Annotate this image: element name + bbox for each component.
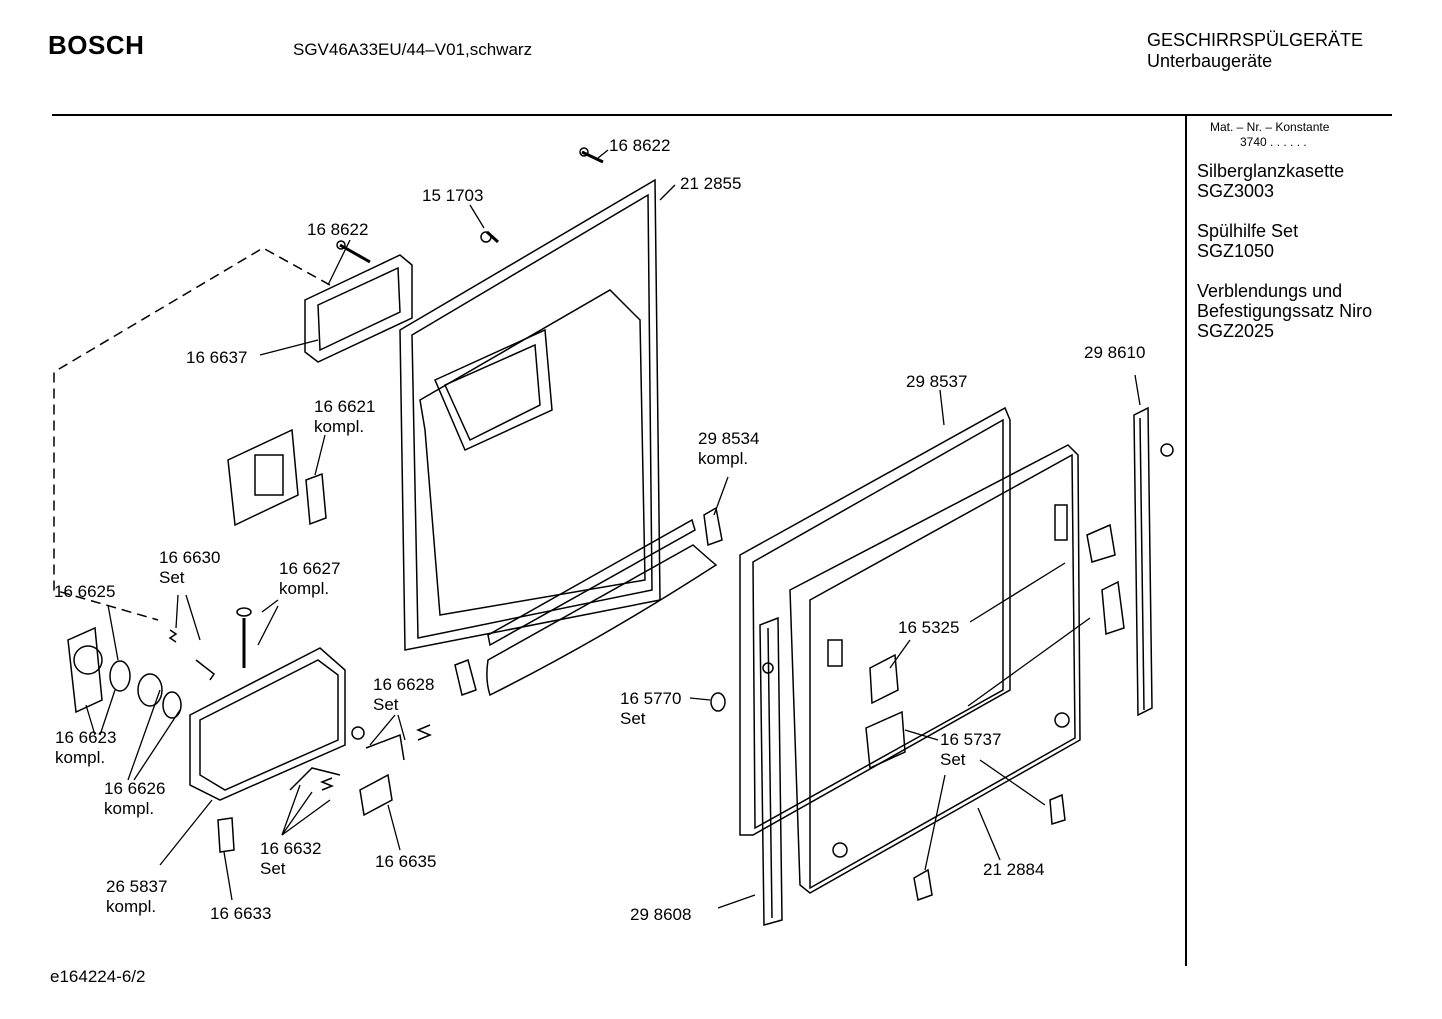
part-number: 16 6626 xyxy=(104,779,166,798)
part-note: kompl. xyxy=(314,417,365,436)
part-number: 16 6621 xyxy=(314,397,376,416)
header-divider xyxy=(52,114,1392,116)
part-label: 16 6628 Set xyxy=(373,675,434,715)
accessory-code: SGZ1050 xyxy=(1197,241,1275,261)
part-label: 21 2884 xyxy=(983,860,1045,879)
part-number: 16 6632 xyxy=(260,839,322,858)
mat-nr-label: Mat. – Nr. – Konstante xyxy=(1210,120,1330,134)
part-label: 29 8537 xyxy=(906,372,968,391)
accessory-item: Silberglanzkasette SGZ3003 xyxy=(1197,161,1344,201)
accessory-name-cont: Befestigungssatz Niro xyxy=(1197,301,1373,321)
part-number: 29 8534 xyxy=(698,429,760,448)
part-note: kompl. xyxy=(55,748,106,767)
accessory-item: Spülhilfe Set SGZ1050 xyxy=(1197,221,1298,261)
part-label: 16 8622 xyxy=(609,136,671,155)
part-label: 16 6621 kompl. xyxy=(314,397,375,437)
part-note: Set xyxy=(373,695,399,714)
screw-top xyxy=(579,147,604,164)
screw-left xyxy=(336,240,371,264)
part-label: 16 6627 kompl. xyxy=(279,559,340,599)
outer-panel xyxy=(739,406,1011,836)
part-label: 16 6635 xyxy=(375,852,437,871)
part-label: 16 6633 xyxy=(210,904,272,923)
inner-door-panel xyxy=(399,178,661,651)
drawing-code: e164224-6/2 xyxy=(50,967,146,986)
plug-165770 xyxy=(710,692,726,712)
accessory-code: SGZ3003 xyxy=(1197,181,1275,201)
category-subtitle: Unterbaugeräte xyxy=(1147,51,1273,71)
assembly-dashed-outline xyxy=(53,247,331,621)
sidebar-divider xyxy=(1185,116,1187,966)
part-label: 16 6637 xyxy=(186,348,248,367)
part-label: 26 5837 kompl. xyxy=(106,877,167,917)
part-label: 16 6626 kompl. xyxy=(104,779,165,819)
door-rail xyxy=(454,506,723,697)
mounting-brackets xyxy=(913,523,1125,902)
part-label: 29 8610 xyxy=(1084,343,1146,362)
part-number: 16 6630 xyxy=(159,548,221,567)
seal-ring xyxy=(109,660,131,692)
accessory-item: Verblendungs und Befestigungssatz Niro S… xyxy=(1197,281,1372,341)
part-label: 16 5737 Set xyxy=(940,730,1001,770)
rinse-aid-grille xyxy=(227,428,327,527)
part-note: Set xyxy=(940,750,966,769)
part-number: 16 6628 xyxy=(373,675,435,694)
accessory-code: SGZ2025 xyxy=(1197,321,1275,341)
dispenser-lid xyxy=(67,626,103,714)
part-label: 16 8622 xyxy=(307,220,369,239)
mat-nr-value: 3740 . . . . . . xyxy=(1240,135,1307,149)
part-number: 16 6623 xyxy=(55,728,117,747)
accessory-name: Verblendungs und xyxy=(1197,281,1343,301)
part-label: 16 5770 Set xyxy=(620,689,681,729)
front-panel xyxy=(789,444,1081,894)
part-number: 26 5837 xyxy=(106,877,168,896)
part-label: 29 8608 xyxy=(630,905,692,924)
category-title: GESCHIRRSPÜLGERÄTE xyxy=(1147,30,1364,50)
part-note: kompl. xyxy=(698,449,749,468)
part-note: kompl. xyxy=(104,799,155,818)
dispenser-frame xyxy=(304,254,413,363)
part-note: Set xyxy=(159,568,185,587)
accessory-name: Spülhilfe Set xyxy=(1197,221,1299,241)
part-label: 15 1703 xyxy=(422,186,484,205)
leader-lines xyxy=(85,149,1141,909)
part-note: Set xyxy=(260,859,286,878)
part-label: 16 6625 xyxy=(54,582,116,601)
model-number: SGV46A33EU/44–V01,schwarz xyxy=(293,40,533,59)
side-trim-right xyxy=(1133,406,1174,717)
part-note: kompl. xyxy=(106,897,157,916)
part-number: 16 5770 xyxy=(620,689,682,708)
part-number: 16 6627 xyxy=(279,559,341,578)
accessory-name: Silberglanzkasette xyxy=(1197,161,1345,181)
spring-parts xyxy=(168,607,432,853)
side-trim-left xyxy=(759,616,783,926)
part-label: 16 6623 kompl. xyxy=(55,728,116,768)
brand-logo: BOSCH xyxy=(48,30,145,60)
rinse-cap xyxy=(137,673,182,719)
part-label: 16 6630 Set xyxy=(159,548,220,588)
part-note: Set xyxy=(620,709,646,728)
screw-151703 xyxy=(480,230,500,244)
part-label: 29 8534 kompl. xyxy=(698,429,759,469)
part-label: 16 5325 xyxy=(898,618,960,637)
part-number: 16 5737 xyxy=(940,730,1002,749)
part-label: 21 2855 xyxy=(680,174,742,193)
dispenser-body xyxy=(189,647,346,801)
part-label: 16 6632 Set xyxy=(260,839,321,879)
part-note: kompl. xyxy=(279,579,330,598)
